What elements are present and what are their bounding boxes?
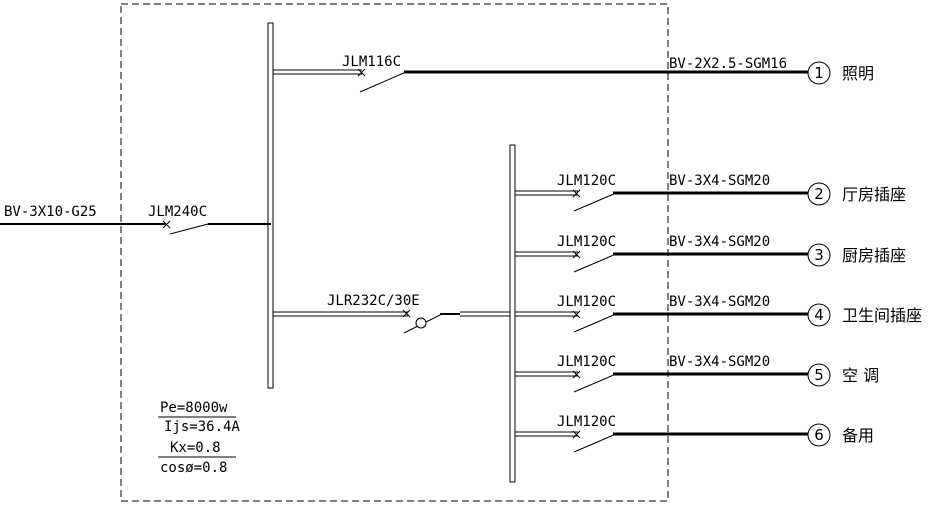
breaker-x-mark bbox=[572, 370, 581, 379]
circuit-number: 1 bbox=[814, 64, 824, 82]
breaker-x-mark bbox=[572, 430, 581, 439]
socket-cable-label: BV-3X4-SGM20 bbox=[669, 294, 770, 310]
circuit-number-circle bbox=[807, 363, 831, 387]
socket-breaker-label: JLM120C bbox=[557, 354, 616, 370]
circuit-number: 2 bbox=[814, 185, 824, 203]
socket-cable-label: BV-3X4-SGM20 bbox=[669, 234, 770, 250]
socket-circuit-2: JLM120C BV-3X4-SGM20 2 厅房插座 bbox=[515, 173, 906, 212]
circuit-number: 3 bbox=[814, 246, 824, 264]
rcd-feeder: JLR232C/30E bbox=[273, 293, 510, 334]
kx-label: Kx=0.8 bbox=[170, 440, 221, 456]
main-busbar bbox=[267, 22, 274, 389]
socket-breaker-label: JLM120C bbox=[557, 173, 616, 189]
breaker-x-mark bbox=[402, 309, 411, 318]
socket-circuit-5: JLM120C BV-3X4-SGM20 5 空 调 bbox=[515, 354, 879, 393]
breaker-x-mark bbox=[572, 310, 581, 319]
incoming-feeder: BV-3X10-G25 JLM240C bbox=[0, 204, 271, 235]
branch-lighting: JLM116C BV-2X2.5-SGM16 1 照明 bbox=[273, 54, 874, 93]
circuit-number-circle bbox=[807, 423, 831, 447]
circuit-name: 厅房插座 bbox=[842, 185, 906, 204]
circuit-number-circle bbox=[807, 303, 831, 327]
lighting-breaker-label: JLM116C bbox=[342, 54, 401, 70]
socket-cable-label: BV-3X4-SGM20 bbox=[669, 173, 770, 189]
circuit-name: 空 调 bbox=[842, 366, 879, 385]
circuit-number: 4 bbox=[814, 306, 824, 324]
circuit-number-circle bbox=[807, 182, 831, 206]
circuit-number: 6 bbox=[814, 426, 824, 444]
circuit-number-circle bbox=[807, 61, 831, 85]
sub-busbar bbox=[509, 144, 516, 483]
main-breaker-label: JLM240C bbox=[148, 204, 207, 220]
circuit-name: 照明 bbox=[842, 64, 874, 83]
circuit-name: 备用 bbox=[842, 426, 874, 445]
rcd-symbol bbox=[415, 317, 427, 329]
breaker-x-mark bbox=[572, 189, 581, 198]
load-parameters: Pe=8000w Ijs=36.4A Kx=0.8 cosø=0.8 bbox=[158, 400, 240, 476]
breaker-x-mark bbox=[162, 220, 171, 229]
socket-cable-label: BV-3X4-SGM20 bbox=[669, 354, 770, 370]
cos-label: cosø=0.8 bbox=[160, 460, 227, 476]
socket-breaker-label: JLM120C bbox=[557, 234, 616, 250]
socket-breaker-label: JLM120C bbox=[557, 294, 616, 310]
socket-circuit-6: JLM120C 6 备用 bbox=[515, 414, 874, 453]
breaker-x-mark bbox=[357, 68, 366, 77]
socket-circuit-4: JLM120C BV-3X4-SGM20 4 卫生间插座 bbox=[515, 294, 922, 333]
circuit-name: 卫生间插座 bbox=[842, 306, 922, 325]
pe-label: Pe=8000w bbox=[160, 400, 228, 416]
socket-circuit-3: JLM120C BV-3X4-SGM20 3 厨房插座 bbox=[515, 234, 906, 273]
rcd-breaker-label: JLR232C/30E bbox=[327, 293, 420, 309]
circuit-number: 5 bbox=[814, 366, 824, 384]
socket-circuits: JLM120C BV-3X4-SGM20 2 厅房插座 JLM120C BV-3X4-SG… bbox=[515, 173, 922, 453]
circuit-number-circle bbox=[807, 243, 831, 267]
breaker-x-mark bbox=[572, 250, 581, 259]
ijs-label: Ijs=36.4A bbox=[164, 419, 240, 435]
circuit-name: 厨房插座 bbox=[842, 246, 906, 265]
incoming-cable-label: BV-3X10-G25 bbox=[4, 204, 97, 220]
lighting-cable-label: BV-2X2.5-SGM16 bbox=[669, 56, 787, 72]
socket-breaker-label: JLM120C bbox=[557, 414, 616, 430]
